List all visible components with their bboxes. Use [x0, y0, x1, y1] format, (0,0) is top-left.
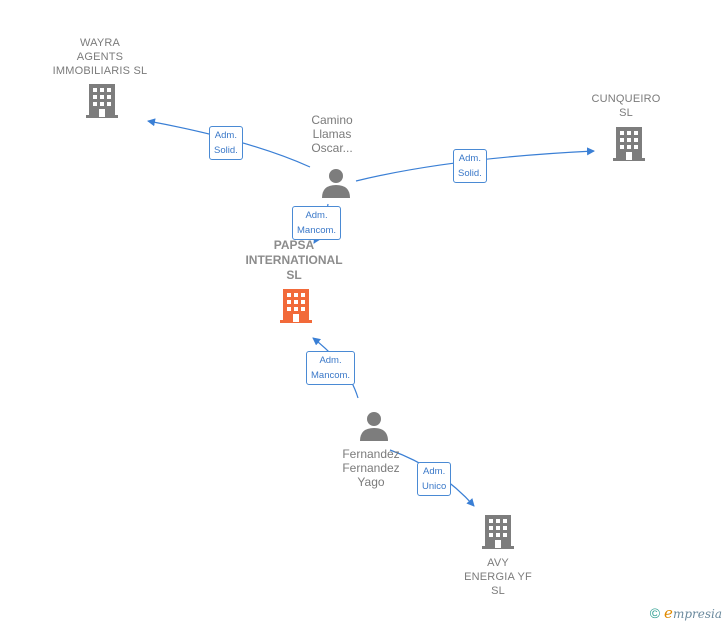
wayra-line-1: WAYRA: [79, 37, 121, 49]
brand-watermark: © empresia: [650, 604, 722, 622]
fernandez-line-1: Fernandez: [342, 447, 400, 461]
node-papsa-label[interactable]: PAPSA INTERNATIONAL SL: [234, 238, 354, 283]
brand-name: mpresia: [672, 607, 722, 621]
avy-line-2: ENERGIA YF: [464, 571, 532, 583]
edge-badge-fernandez-avy[interactable]: Adm. Unico: [417, 462, 452, 496]
fernandez-line-3: Yago: [357, 475, 385, 489]
wayra-line-2: AGENTS: [76, 51, 124, 63]
avy-line-3: SL: [491, 585, 505, 597]
edge-badge-line-1: Adm.: [305, 210, 328, 221]
edge-badge-line-1: Adm.: [458, 153, 481, 164]
building-icon[interactable]: [86, 84, 118, 123]
node-avy-label[interactable]: AVY ENERGIA YF SL: [446, 556, 550, 598]
edge-badge-line-1: Adm.: [423, 466, 446, 477]
edge-badge-line-2: Solid.: [458, 168, 482, 179]
papsa-line-2: INTERNATIONAL: [245, 253, 343, 267]
camino-line-2: Llamas: [312, 127, 352, 141]
edge-badge-camino-wayra[interactable]: Adm. Solid.: [209, 126, 243, 160]
edge-badge-line-2: Mancom.: [311, 370, 351, 381]
node-camino-label[interactable]: Camino Llamas Oscar...: [292, 113, 372, 155]
edge-badge-line-1: Adm.: [214, 130, 237, 141]
wayra-line-3: IMMOBILIARIS SL: [52, 65, 148, 77]
edge-badge-line-2: Solid.: [214, 145, 238, 156]
papsa-line-3: SL: [286, 268, 302, 282]
person-icon[interactable]: [321, 168, 351, 203]
copyright-icon: ©: [649, 605, 661, 621]
edge-badge-camino-papsa[interactable]: Adm. Mancom.: [292, 206, 342, 240]
building-icon[interactable]: [280, 289, 312, 328]
papsa-line-1: PAPSA: [273, 238, 315, 252]
building-icon[interactable]: [482, 515, 514, 554]
edge-badge-line-2: Mancom.: [297, 225, 337, 236]
fernandez-line-2: Fernandez: [342, 461, 400, 475]
edge-badge-fernandez-papsa[interactable]: Adm. Mancom.: [306, 351, 356, 385]
edge-badge-camino-cunqueiro[interactable]: Adm. Solid.: [453, 149, 487, 183]
node-cunqueiro-label[interactable]: CUNQUEIRO SL: [576, 92, 676, 120]
node-wayra-label[interactable]: WAYRA AGENTS IMMOBILIARIS SL: [40, 36, 160, 78]
camino-line-3: Oscar...: [311, 141, 353, 155]
building-icon[interactable]: [613, 127, 645, 166]
avy-line-1: AVY: [487, 557, 509, 569]
cunqueiro-line-2: SL: [619, 107, 633, 119]
edge-badge-line-2: Unico: [422, 481, 447, 492]
cunqueiro-line-1: CUNQUEIRO: [591, 93, 661, 105]
edge-badge-line-1: Adm.: [319, 355, 342, 366]
person-icon[interactable]: [359, 411, 389, 446]
brand-initial: e: [664, 604, 673, 622]
camino-line-1: Camino: [311, 113, 353, 127]
node-fernandez-label[interactable]: Fernandez Fernandez Yago: [326, 447, 416, 489]
